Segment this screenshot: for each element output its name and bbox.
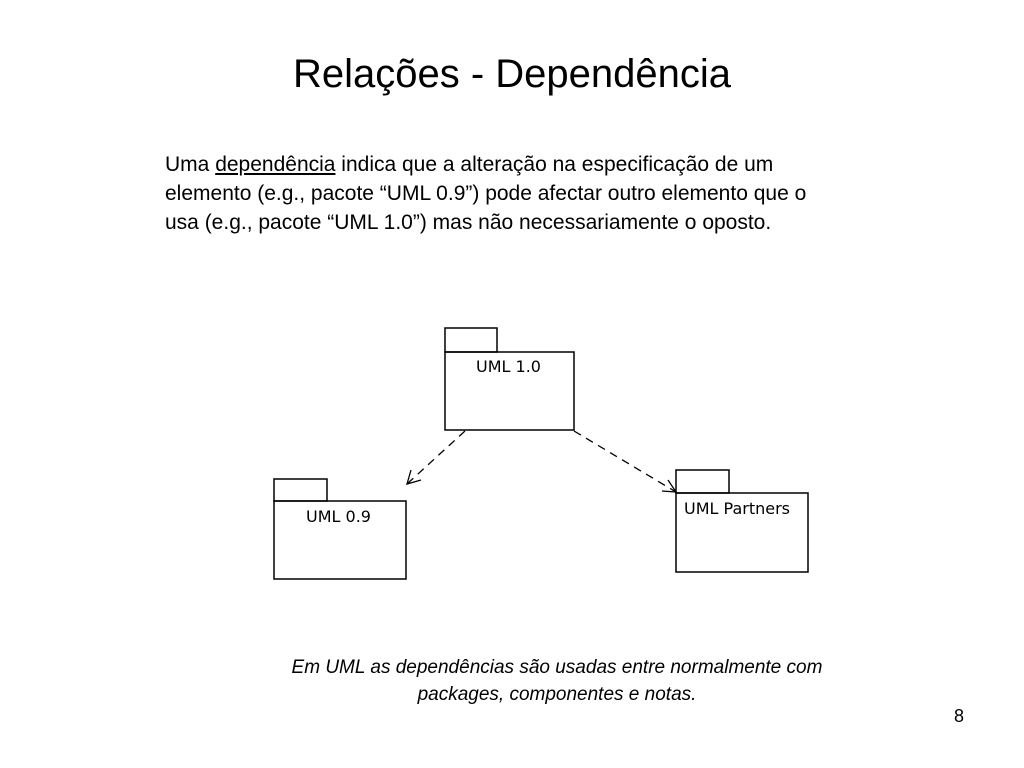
package-uml10-body: [444, 351, 575, 431]
dependency-arrow-uml09-line: [406, 430, 466, 485]
package-uml09-label: UML 0.9: [306, 507, 371, 526]
dependency-arrow-partners: [573, 430, 678, 493]
package-uml09-body: [273, 500, 407, 580]
slide-title: Relações - Dependência: [292, 52, 732, 96]
package-partners-body: [675, 492, 809, 573]
dependency-arrow-partners-line: [573, 430, 677, 493]
package-partners-label: UML Partners: [684, 499, 790, 518]
package-uml10-label: UML 1.0: [476, 357, 541, 376]
package-partners: [675, 469, 809, 573]
dependency-arrow-uml09-head: [406, 469, 422, 485]
intro-paragraph: Uma dependência indica que a alteração n…: [165, 153, 807, 234]
package-uml09-tab: [273, 478, 328, 502]
package-uml09: [273, 478, 407, 580]
dependency-arrow-partners-head: [661, 479, 678, 493]
package-uml10-tab: [444, 327, 498, 353]
package-partners-tab: [675, 469, 730, 494]
package-uml10: [444, 327, 575, 431]
dependency-arrow-uml09: [406, 430, 466, 485]
caption: Em UML as dependências são usadas entre …: [291, 657, 823, 705]
dependency-term: dependência: [215, 153, 336, 176]
page-number: 8: [953, 706, 964, 726]
